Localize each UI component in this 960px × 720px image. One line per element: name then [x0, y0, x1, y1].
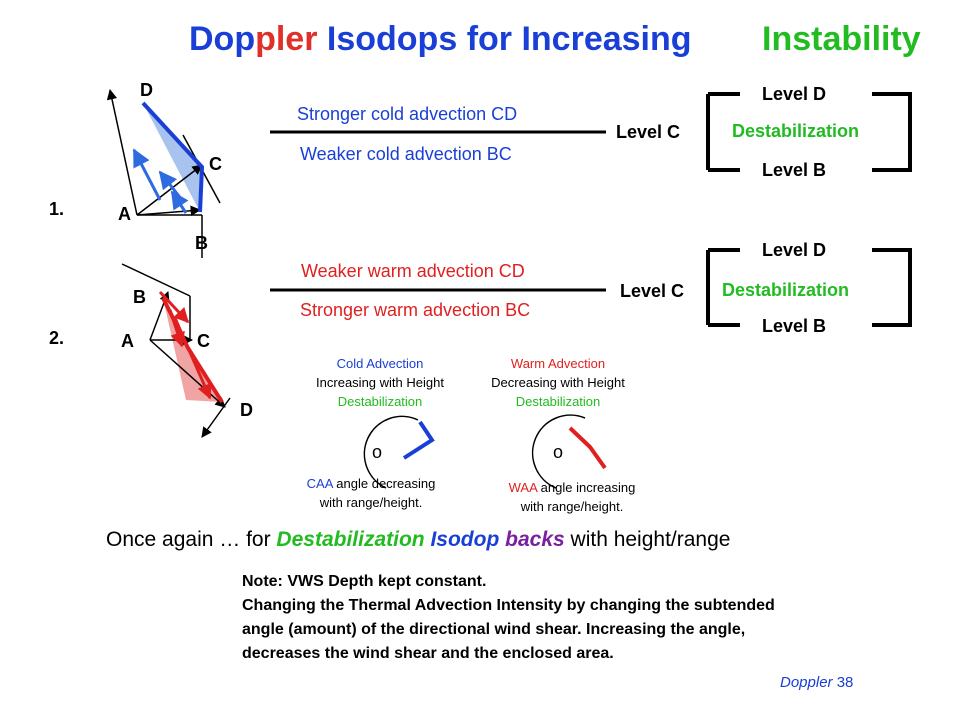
cold-caption-colored: CAA — [306, 476, 333, 491]
warm-dial-center: o — [553, 442, 564, 462]
blue-arrow-3 — [170, 190, 189, 214]
case1-number: 1. — [49, 199, 65, 219]
shaded-area-case1 — [143, 103, 202, 212]
label-d-case2: D — [240, 400, 253, 420]
vector-d — [106, 88, 138, 216]
warm-caption: WAA angle increasing with range/height. — [483, 478, 661, 516]
vector-d-tail — [201, 397, 231, 438]
red-arrow-2 — [168, 309, 185, 348]
note-line2: Changing the Thermal Advection Intensity… — [242, 597, 775, 614]
cold-panel-line2: Increasing with Height — [316, 375, 444, 390]
cold-dial-center: o — [372, 442, 383, 462]
summary-destabilization: Destabilization — [276, 528, 425, 551]
cold-panel-line3: Destabilization — [337, 394, 423, 409]
summary-line: Once again … for Destabilization Isodop … — [106, 528, 730, 552]
note-line4: decreases the wind shear and the enclose… — [242, 645, 614, 662]
case2-level-d: Level D — [762, 240, 827, 260]
case2-upper-text: Weaker warm advection CD — [301, 261, 525, 281]
warm-panel-line1: Warm Advection — [510, 356, 606, 371]
bracket-case1 — [706, 92, 912, 172]
label-b-case2: B — [133, 287, 146, 307]
note-line1: Note: VWS Depth kept constant. — [242, 573, 487, 590]
bracket-case2 — [706, 248, 912, 327]
shaded-area-case2 — [163, 298, 222, 402]
cold-caption: CAA angle decreasing with range/height. — [282, 474, 460, 512]
warm-panel-line3: Destabilization — [515, 394, 601, 409]
note-line3: angle (amount) of the directional wind s… — [242, 621, 746, 638]
case2-number: 2. — [49, 328, 65, 348]
label-b-case1: B — [195, 233, 208, 253]
red-arrow-3 — [173, 317, 212, 400]
label-a-case2: A — [121, 331, 134, 351]
blue-arrow-2 — [158, 170, 184, 201]
note-block: Note: VWS Depth kept constant. Changing … — [242, 570, 775, 666]
vector-b-case2 — [121, 263, 191, 297]
label-a-case1: A — [118, 204, 131, 224]
warm-caption-rest: angle increasing — [537, 480, 636, 495]
case1-destabilization: Destabilization — [732, 121, 860, 141]
case1-level-d: Level D — [762, 84, 827, 104]
footer-label: Doppler — [780, 674, 833, 691]
summary-suffix: with height/range — [564, 528, 731, 551]
title-part-pler: pler — [255, 20, 318, 58]
footer-page-label: Doppler 38 — [780, 674, 853, 691]
cold-advection-panel: Cold Advection Increasing with Height De… — [300, 354, 460, 411]
case2-destabilization: Destabilization — [722, 280, 850, 300]
warm-caption-line2: with range/height. — [520, 499, 624, 514]
warm-advection-dial — [531, 414, 607, 489]
footer-page-number: 38 — [832, 674, 854, 691]
isodop-line-case1 — [141, 101, 205, 213]
label-d-case1: D — [140, 80, 153, 100]
vector-b — [136, 205, 202, 216]
case1-lower-text: Weaker cold advection BC — [300, 144, 512, 164]
cold-caption-rest: angle decreasing — [332, 476, 436, 491]
case1-level-b: Level B — [762, 160, 827, 180]
title-instability: Instability — [762, 20, 921, 58]
title-part-increasing: for Increasing — [457, 20, 692, 58]
vector-a-d — [149, 339, 226, 408]
slide-title: Doppler Isodops for Increasing — [189, 20, 692, 59]
blue-arrow-1 — [132, 148, 162, 201]
red-arrow-1 — [158, 290, 190, 324]
warm-advection-panel: Warm Advection Decreasing with Height De… — [478, 354, 638, 411]
label-c-case1: C — [209, 154, 222, 174]
case1-upper-text: Stronger cold advection CD — [297, 104, 518, 124]
summary-isodop: Isodop — [424, 528, 500, 551]
title-part-dop: Dop — [189, 20, 256, 58]
hodograph-case2 — [121, 263, 231, 438]
summary-backs: backs — [499, 528, 565, 551]
label-c-case2: C — [197, 331, 210, 351]
case2-level-c: Level C — [620, 281, 685, 301]
summary-prefix: Once again … for — [106, 528, 277, 551]
title-part-isodops: Isodops — [317, 20, 458, 58]
case1-level-c: Level C — [616, 122, 681, 142]
case2-level-b: Level B — [762, 316, 827, 336]
case2-lower-text: Stronger warm advection BC — [300, 300, 531, 320]
warm-panel-line2: Decreasing with Height — [491, 375, 625, 390]
hodograph-case1 — [106, 88, 221, 258]
warm-caption-colored: WAA — [508, 480, 538, 495]
cold-caption-line2: with range/height. — [319, 495, 423, 510]
cold-panel-line1: Cold Advection — [336, 356, 424, 371]
cold-advection-dial — [363, 415, 435, 489]
